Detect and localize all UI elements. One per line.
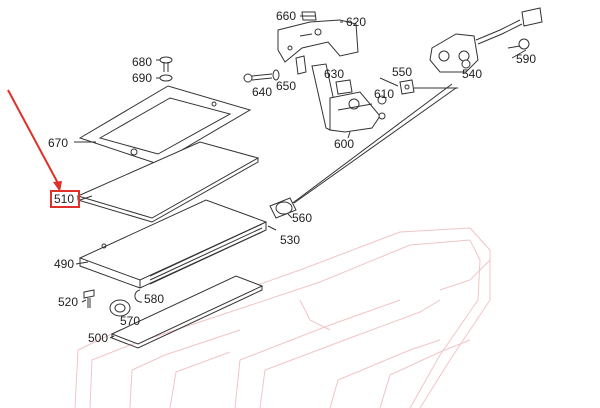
label-630: 630 [324, 67, 344, 81]
part-490-lid [78, 199, 268, 289]
label-490: 490 [54, 257, 74, 271]
label-540: 540 [462, 67, 482, 81]
label-670: 670 [48, 136, 68, 150]
label-530: 530 [280, 233, 300, 247]
connection-lines [289, 83, 458, 206]
part-570-bumper [109, 299, 131, 317]
part-520-screw [83, 289, 95, 308]
label-640: 640 [252, 85, 272, 99]
part-640-screw [243, 73, 273, 83]
label-550: 550 [392, 65, 412, 79]
highlight-arrow [7, 89, 62, 192]
label-650: 650 [276, 79, 296, 93]
part-560-bushing [269, 197, 297, 219]
label-590: 590 [516, 52, 536, 66]
part-530-pin [267, 225, 277, 231]
part-590-screw [507, 38, 530, 50]
label-610: 610 [374, 87, 394, 101]
leader-lines [74, 15, 527, 339]
part-620-bracket [277, 19, 359, 63]
part-610-nut [377, 95, 387, 120]
part-670-frame [78, 85, 252, 165]
label-510: 510 [54, 192, 74, 206]
label-690: 690 [132, 71, 152, 85]
part-580-clip [134, 289, 143, 303]
background-dashboard-outline [74, 227, 491, 408]
label-560: 560 [292, 211, 312, 225]
part-690-washer [159, 74, 173, 82]
label-600: 600 [334, 137, 354, 151]
part-mid-bolt [295, 55, 307, 75]
part-500-liner [110, 275, 264, 349]
label-500: 500 [88, 331, 108, 345]
label-620: 620 [346, 15, 366, 29]
part-650-washer [272, 69, 280, 81]
part-540-switch-assembly [429, 7, 543, 73]
label-660: 660 [276, 9, 296, 23]
part-550-clip [399, 79, 415, 95]
highlight-box-510 [50, 190, 80, 208]
label-570: 570 [120, 314, 140, 328]
label-680: 680 [132, 55, 152, 69]
label-520: 520 [58, 295, 78, 309]
label-580: 580 [144, 292, 164, 306]
part-labels: 660 620 680 690 630 640 650 550 540 590 … [48, 9, 536, 345]
part-600-lever-mechanism [311, 63, 381, 133]
part-680-screw [159, 56, 173, 72]
